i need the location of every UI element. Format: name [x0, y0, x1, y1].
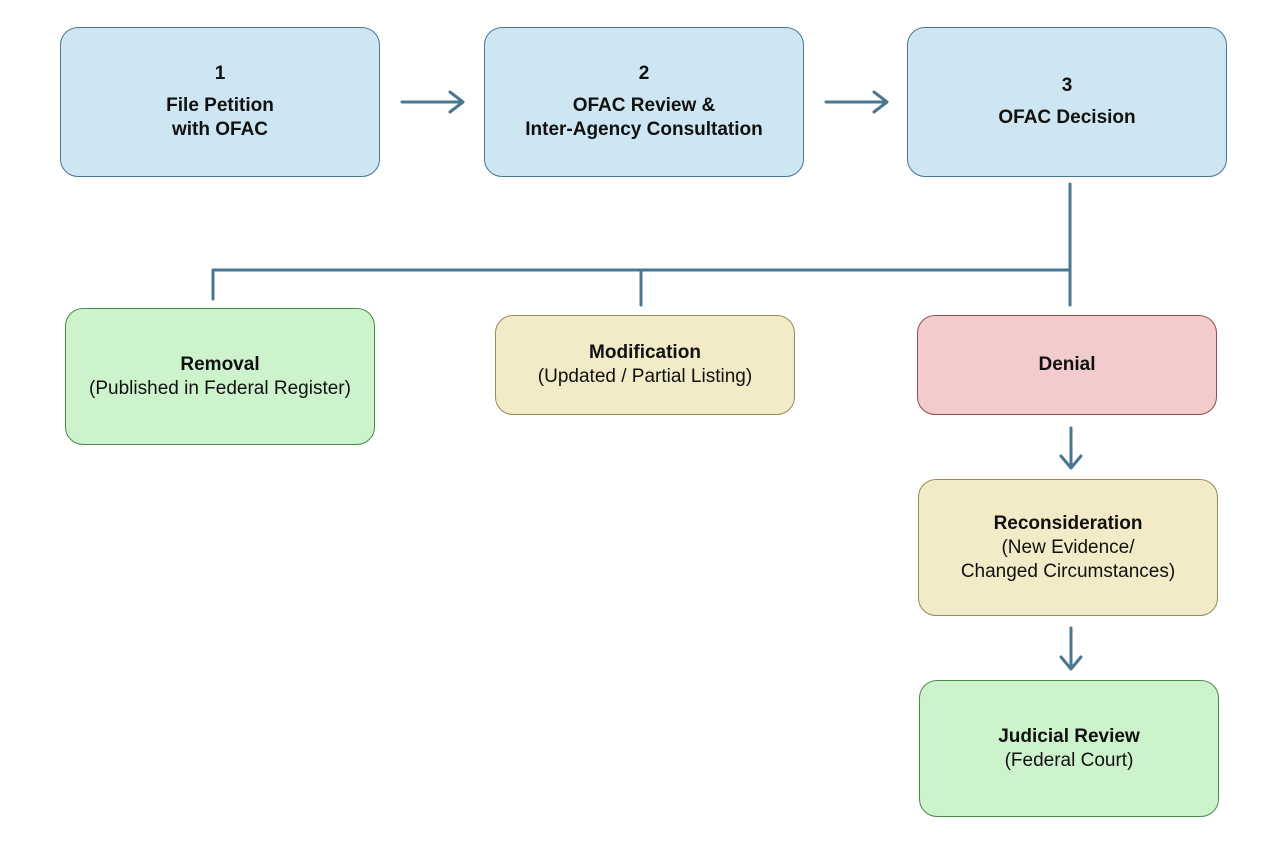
judicial-review-title: Judicial Review — [998, 725, 1140, 747]
judicial-review-box: Judicial Review (Federal Court) — [919, 680, 1219, 817]
arrow-reconsideration-to-judicial-review — [1059, 626, 1083, 671]
step-3-number: 3 — [1061, 75, 1073, 96]
removal-box: Removal (Published in Federal Register) — [65, 308, 375, 445]
step-1-title-line-1: File Petition — [166, 95, 274, 116]
denial-title: Denial — [1038, 354, 1096, 375]
step-2-box: 2 OFAC Review & Inter-Agency Consultatio… — [484, 27, 804, 177]
reconsideration-box: Reconsideration (New Evidence/ Changed C… — [918, 479, 1218, 616]
modification-detail: (Updated / Partial Listing) — [537, 366, 753, 387]
modification-title: Modification — [589, 342, 701, 363]
reconsideration-detail-line-2: Changed Circumstances) — [960, 560, 1176, 582]
arrow-step2-to-step3 — [824, 90, 889, 114]
reconsideration-detail-line-1: (New Evidence/ — [1001, 536, 1135, 558]
removal-title: Removal — [180, 353, 260, 375]
step-2-title-line-1: OFAC Review & — [572, 95, 716, 116]
step-2-title-line-2: Inter-Agency Consultation — [525, 119, 763, 140]
arrow-step1-to-step2 — [400, 90, 465, 114]
judicial-review-detail: (Federal Court) — [1004, 749, 1134, 771]
step-3-box: 3 OFAC Decision — [907, 27, 1227, 177]
step-3-title: OFAC Decision — [998, 107, 1136, 128]
step-1-title-line-2: with OFAC — [171, 119, 269, 140]
step-1-box: 1 File Petition with OFAC — [60, 27, 380, 177]
modification-box: Modification (Updated / Partial Listing) — [495, 315, 795, 415]
denial-box: Denial — [917, 315, 1217, 415]
decision-branch-lines — [211, 182, 1072, 307]
removal-detail: (Published in Federal Register) — [89, 377, 351, 399]
step-1-number: 1 — [214, 63, 226, 84]
reconsideration-title: Reconsideration — [993, 512, 1143, 534]
arrow-denial-to-reconsideration — [1059, 426, 1083, 470]
step-2-number: 2 — [638, 63, 650, 84]
